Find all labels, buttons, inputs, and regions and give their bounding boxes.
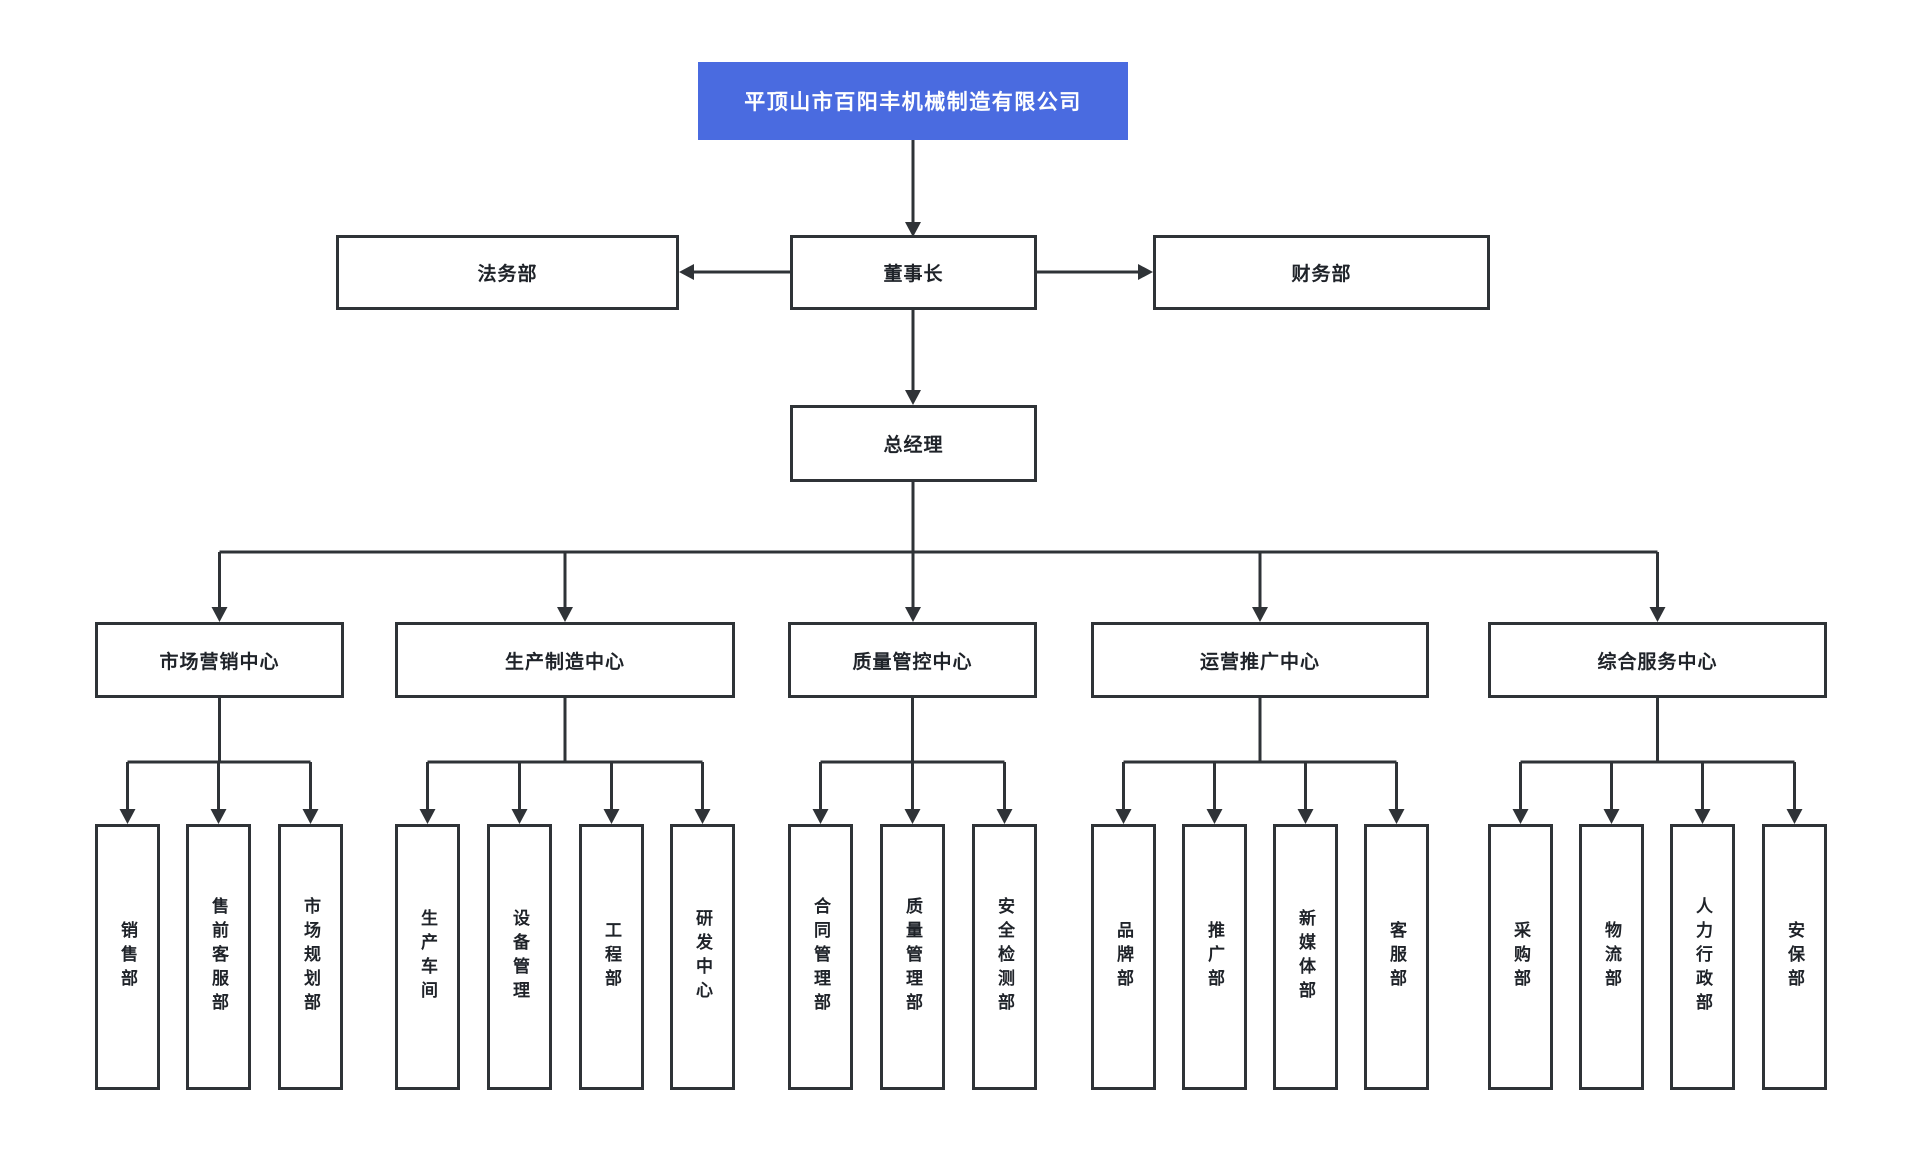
org-node-center-quality: 质量管控中心 [788,622,1037,698]
org-node-center-marketing: 市场营销中心 [95,622,344,698]
dept-label: 安保部 [1785,921,1804,993]
org-node-dept: 生产车间 [395,824,460,1090]
org-node-dept: 品牌部 [1091,824,1156,1090]
dept-label: 研发中心 [693,909,712,1005]
dept-label: 合同管理部 [811,897,830,1017]
org-node-dept: 采购部 [1488,824,1553,1090]
org-node-center-operations: 运营推广中心 [1091,622,1429,698]
org-node-dept: 市场规划部 [278,824,343,1090]
org-node-dept: 研发中心 [670,824,735,1090]
org-node-general-manager: 总经理 [790,405,1037,482]
org-node-dept: 销售部 [95,824,160,1090]
dept-label: 设备管理 [510,909,529,1005]
org-node-finance: 财务部 [1153,235,1490,310]
org-node-dept: 设备管理 [487,824,552,1090]
org-node-dept: 安保部 [1762,824,1827,1090]
org-node-chairman: 董事长 [790,235,1037,310]
dept-label: 客服部 [1387,921,1406,993]
org-node-dept: 新媒体部 [1273,824,1338,1090]
org-node-dept: 推广部 [1182,824,1247,1090]
org-node-company: 平顶山市百阳丰机械制造有限公司 [698,62,1128,140]
org-node-legal: 法务部 [336,235,679,310]
dept-label: 售前客服部 [209,897,228,1017]
dept-label: 安全检测部 [995,897,1014,1017]
org-node-dept: 售前客服部 [186,824,251,1090]
org-node-dept: 人力行政部 [1670,824,1735,1090]
dept-label: 销售部 [118,921,137,993]
dept-label: 市场规划部 [301,897,320,1017]
org-node-dept: 工程部 [579,824,644,1090]
dept-label: 推广部 [1205,921,1224,993]
dept-label: 物流部 [1602,921,1621,993]
org-node-center-production: 生产制造中心 [395,622,735,698]
dept-label: 质量管理部 [903,897,922,1017]
org-node-dept: 客服部 [1364,824,1429,1090]
org-node-center-services: 综合服务中心 [1488,622,1827,698]
org-node-dept: 质量管理部 [880,824,945,1090]
dept-label: 生产车间 [418,909,437,1005]
org-node-dept: 合同管理部 [788,824,853,1090]
dept-label: 新媒体部 [1296,909,1315,1005]
dept-label: 品牌部 [1114,921,1133,993]
dept-label: 采购部 [1511,921,1530,993]
org-node-dept: 安全检测部 [972,824,1037,1090]
org-node-dept: 物流部 [1579,824,1644,1090]
dept-label: 人力行政部 [1693,897,1712,1017]
dept-label: 工程部 [602,921,621,993]
